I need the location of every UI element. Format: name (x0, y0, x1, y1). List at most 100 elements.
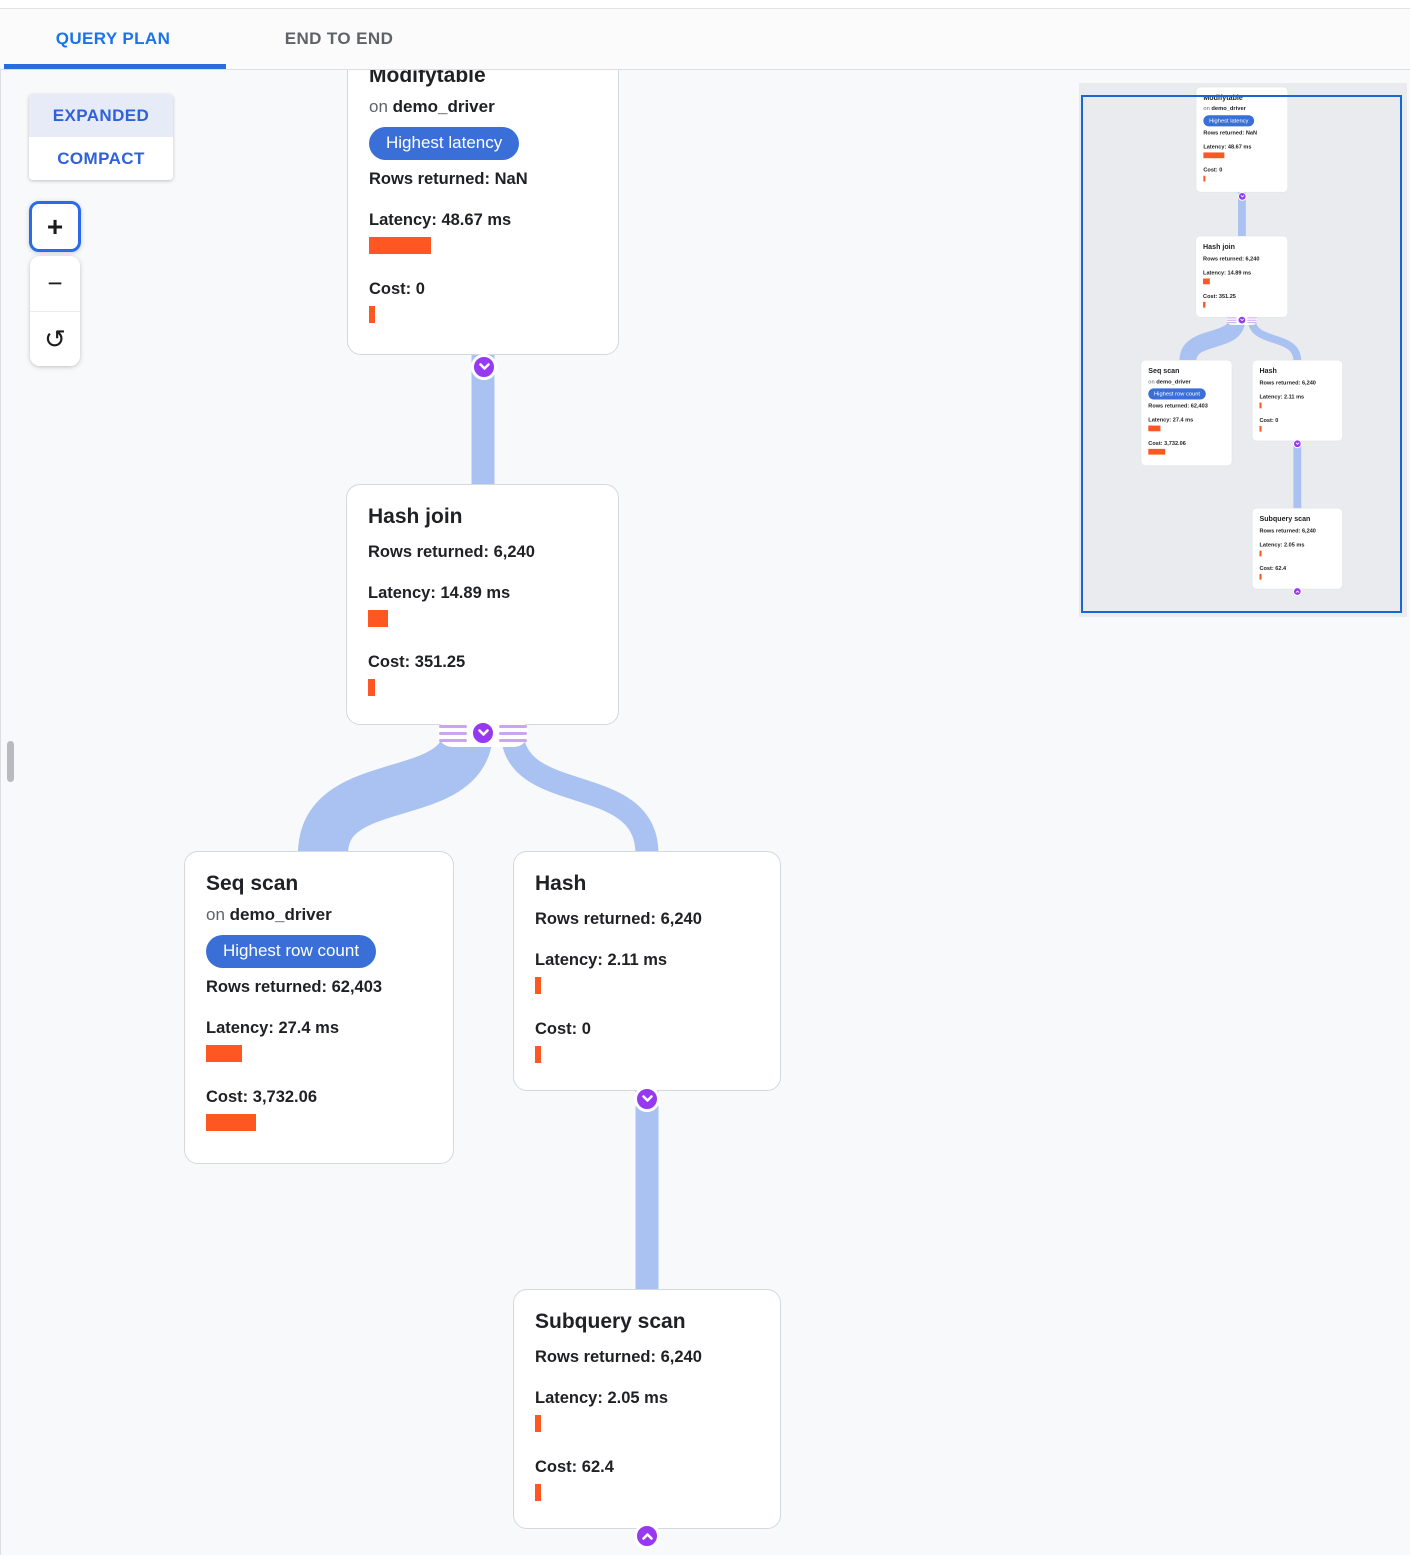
tab-end-to-end[interactable]: END TO END (226, 9, 452, 69)
zoom-reset-button[interactable]: ↺ (30, 311, 80, 366)
collapse-toggle-modifytable[interactable] (471, 354, 497, 380)
minimap-latency-bar (1259, 402, 1262, 409)
minimap-node-title: Hash join (1203, 243, 1235, 251)
rows-returned: Rows returned: 6,240 (368, 543, 597, 562)
latency-bar (369, 237, 431, 254)
minimap-node-title: Modifytable (1203, 93, 1243, 102)
stripes-right (499, 724, 527, 742)
node-title: Seq scan (206, 872, 299, 895)
expand-toggle-subquery-scan[interactable] (634, 1523, 660, 1549)
minimap-cost-line: Cost: 0 (1259, 417, 1335, 423)
minimap-latency-bar (1148, 425, 1161, 432)
latency-value: 2.11 ms (607, 951, 668, 969)
node-modifytable[interactable]: Modifytable on demo_driver Highest laten… (347, 70, 619, 355)
chevron-down-icon (640, 1093, 655, 1105)
rows-label: Rows returned: (206, 978, 328, 996)
cost-bar (535, 1046, 541, 1063)
latency-label: Latency: (368, 584, 436, 602)
cost-bar (206, 1114, 256, 1131)
minimap-rows-label: Rows returned: (1203, 255, 1244, 262)
minimap-latency-value: 27.4 ms (1172, 416, 1194, 423)
collapse-toggle-hash[interactable] (634, 1086, 660, 1112)
latency-value: 27.4 ms (278, 1019, 339, 1037)
minimap-cost-line: Cost: 351.25 (1203, 293, 1280, 299)
minimap-cost-value: 0 (1219, 166, 1223, 174)
collapse-toggle-hash-join[interactable] (470, 720, 496, 746)
query-plan-canvas[interactable]: EXPANDED COMPACT + − ↺ Modifytable on de… (0, 70, 1410, 1555)
node-title: Subquery scan (535, 1310, 686, 1333)
minimap-cost-line: Cost: 3,732.06 (1148, 440, 1224, 446)
stripes-left (439, 724, 467, 742)
minimap[interactable]: Modifytable on demo_driver Highest laten… (1079, 83, 1407, 617)
minimap-cost-label: Cost: (1259, 565, 1274, 572)
active-tab-indicator (4, 64, 226, 69)
node-table-line: on demo_driver (369, 97, 597, 117)
compact-button[interactable]: COMPACT (29, 137, 173, 180)
node-hash[interactable]: Hash Rows returned: 6,240 Latency: 2.11 … (513, 851, 781, 1091)
minimap-on-prefix: on (1203, 105, 1210, 112)
minimap-latency-value: 2.05 ms (1283, 541, 1305, 548)
tab-query-plan[interactable]: QUERY PLAN (0, 9, 226, 69)
minimap-collapse-toggle-hash (1292, 439, 1302, 449)
node-seq-scan[interactable]: Seq scan on demo_driver Highest row coun… (184, 851, 454, 1164)
cost-value: 351.25 (414, 653, 466, 671)
rows-label: Rows returned: (369, 170, 491, 188)
minimap-latency-line: Latency: 27.4 ms (1148, 417, 1224, 423)
latency-line: Latency: 2.05 ms (535, 1389, 759, 1408)
minimap-cost-line: Cost: 0 (1203, 167, 1280, 173)
minimap-cost-value: 351.25 (1218, 293, 1236, 300)
minimap-chevron-up-icon (1295, 589, 1300, 593)
minimap-viewport[interactable] (1081, 95, 1402, 613)
minimap-expand-toggle-subquery-scan (1292, 587, 1302, 596)
minimap-edge-hashjoin-hash (1247, 318, 1302, 362)
minimap-rows-value: 6,240 (1301, 379, 1316, 387)
minimap-latency-line: Latency: 2.05 ms (1259, 542, 1335, 548)
minimap-chevron-down-icon (1239, 318, 1244, 322)
node-table-line: on demo_driver (206, 905, 432, 925)
minimap-cost-value: 62.4 (1275, 565, 1287, 572)
highest-row-count-badge: Highest row count (206, 935, 377, 968)
cost-value: 62.4 (581, 1458, 614, 1476)
on-prefix: on (206, 905, 225, 924)
zoom-out-button[interactable]: − (30, 256, 80, 311)
latency-label: Latency: (369, 211, 437, 229)
latency-label: Latency: (535, 1389, 603, 1407)
minimap-cost-bar (1203, 175, 1206, 182)
cost-value: 3,732.06 (252, 1088, 317, 1106)
minimap-latency-label: Latency: (1259, 541, 1283, 548)
minimap-on-prefix: on (1148, 378, 1155, 385)
table-name: demo_driver (229, 905, 332, 924)
minimap-chevron-down-icon (1295, 442, 1300, 446)
minimap-holder: Modifytable on demo_driver Highest laten… (1079, 83, 1407, 617)
cost-label: Cost: (206, 1088, 249, 1106)
minimap-latency-bar (1203, 152, 1225, 159)
minimap-rows-returned: Rows returned: 62,403 (1148, 403, 1224, 409)
tab-bar: QUERY PLAN END TO END (0, 9, 1410, 70)
cost-line: Cost: 0 (369, 280, 597, 299)
minimap-cost-label: Cost: (1203, 166, 1218, 174)
chevron-down-icon (476, 727, 491, 739)
rows-value: 62,403 (331, 978, 383, 996)
minimap-stripes-right (1247, 317, 1257, 323)
cost-bar (369, 306, 375, 323)
expanded-button[interactable]: EXPANDED (29, 94, 173, 137)
rows-value: 6,240 (660, 1348, 702, 1366)
minimap-latency-line: Latency: 2.11 ms (1259, 394, 1335, 400)
node-subquery-scan[interactable]: Subquery scan Rows returned: 6,240 Laten… (513, 1289, 781, 1529)
minimap-latency-label: Latency: (1203, 269, 1226, 276)
minimap-latency-label: Latency: (1148, 416, 1172, 423)
minimap-node-seq-scan: Seq scan on demo_driver Highest row coun… (1140, 359, 1233, 466)
zoom-in-button[interactable]: + (29, 201, 81, 252)
node-hash-join[interactable]: Hash join Rows returned: 6,240 Latency: … (346, 484, 619, 725)
plan-graph: Modifytable on demo_driver Highest laten… (1, 70, 1410, 1555)
vertical-scrollbar-thumb[interactable] (7, 741, 14, 782)
minimap-latency-label: Latency: (1203, 143, 1227, 150)
minimap-rows-returned: Rows returned: NaN (1203, 130, 1280, 136)
latency-value: 14.89 ms (440, 584, 511, 602)
cost-label: Cost: (535, 1020, 578, 1038)
cost-label: Cost: (535, 1458, 578, 1476)
minimap-rows-value: 6,240 (1301, 527, 1316, 535)
tab-end-to-end-label: END TO END (284, 29, 394, 48)
rows-value: 6,240 (493, 543, 535, 561)
cost-line: Cost: 3,732.06 (206, 1088, 432, 1107)
